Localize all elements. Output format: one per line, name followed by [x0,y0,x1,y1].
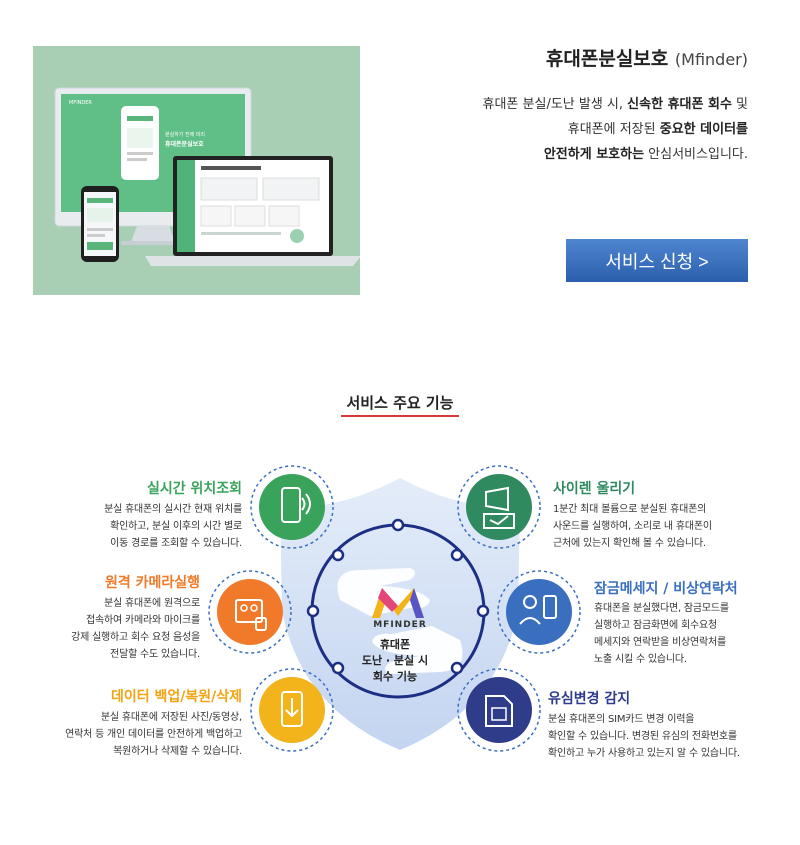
icon-ring [457,668,541,752]
feature-desc-line: 1분간 최대 볼륨으로 분실된 휴대폰의 [553,504,707,515]
feature-desc-line: 이동 경로를 조회할 수 있습니다. [110,538,242,549]
feature-desc-camera: 분실 휴대폰에 원격으로 접속하여 카메라와 마이크를 강제 실행하고 회수 요… [71,595,200,663]
mockup-screen-line1: 분실하기 전에 미리 [165,131,205,138]
feature-desc-line: 휴대폰을 분실했다면, 잠금모드를 [594,603,729,614]
hand-shape-right [372,626,463,674]
feature-desc-line: 확인하고, 분실 이후의 시간 별로 [110,521,242,532]
phone-location-icon [259,474,325,540]
lock-message-icon [506,579,572,645]
features-section-title: 서비스 주요 기능 [346,394,454,412]
data-backup-icon [259,677,325,743]
ring-node [450,661,464,675]
feature-desc-line: 노출 시킬 수 있습니다. [594,654,687,665]
center-caption-line: 도난 · 분실 시 [361,654,429,667]
siren-icon [466,474,532,540]
icon-ring [250,668,334,752]
feature-desc-line: 메세지와 연락받을 비상연락처를 [594,637,726,648]
feature-desc-lock: 휴대폰을 분실했다면, 잠금모드를 실행하고 잠금화면에 회수요청 메세지와 연… [594,600,729,668]
ring-node [306,604,320,618]
feature-title-siren: 사이렌 울리기 [553,481,636,497]
feature-desc-sim: 분실 휴대폰의 SIM카드 변경 이력을 확인할 수 있습니다. 변경된 유심의… [548,711,740,762]
desc-emphasis: 신속한 휴대폰 회수 [627,97,732,112]
ring-node [476,604,490,618]
feature-title-lock: 잠금메세지 / 비상연락처 [594,581,738,597]
feature-desc-line: 접속하여 카메라와 마이크를 [86,615,200,626]
icon-ring [250,465,334,549]
center-caption-line: 회수 기능 [372,670,418,683]
ring-node [450,548,464,562]
feature-desc-line: 연락처 등 개인 데이터를 안전하게 백업하고 [65,729,242,740]
feature-title-camera: 원격 카메라실행 [104,575,200,591]
features-diagram [208,465,581,752]
device-mockup-illustration: MFINDER 분실하기 전에 미리 휴대폰분실보호 [54,87,360,266]
feature-title-sim: 유심변경 감지 [548,691,631,707]
mfinder-logo-icon [372,588,424,618]
ring-node [331,548,345,562]
desc-text: 안심서비스입니다. [644,147,748,162]
desc-line-1: 휴대폰 분실/도난 발생 시, 신속한 휴대폰 회수 및 [418,92,748,117]
icon-ring [208,570,292,654]
sim-change-icon [466,677,532,743]
feature-desc-siren: 1분간 최대 볼륨으로 분실된 휴대폰의 사운드를 실행하여, 소리로 내 휴대… [553,501,712,552]
remote-camera-icon [217,579,283,645]
desc-line-3: 안전하게 보호하는 안심서비스입니다. [418,142,748,167]
feature-desc-line: 근처에 있는지 확인해 볼 수 있습니다. [553,538,706,549]
mockup-screen-line2: 휴대폰분실보호 [165,140,204,148]
section-title-underline [341,415,459,417]
icon-ring [457,465,541,549]
service-apply-button[interactable]: 서비스 신청 > [566,239,748,282]
desc-text: 휴대폰에 저장된 [567,122,660,137]
desc-emphasis: 안전하게 보호하는 [543,147,645,162]
ring-node [391,518,405,532]
service-title-text: 휴대폰분실보호 [545,48,669,70]
center-logo-text: MFINDER [373,620,427,630]
desc-text: 및 [731,97,748,112]
feature-desc-line: 전달할 수도 있습니다. [110,649,200,660]
mockup-brand-text: MFINDER [69,100,92,106]
service-title: 휴대폰분실보호 (Mfinder) [546,44,748,71]
service-title-sub: (Mfinder) [674,50,748,69]
feature-desc-line: 확인하고 누가 사용하고 있는지 알 수 있습니다. [548,748,740,759]
desc-text: 휴대폰 분실/도난 발생 시, [482,97,628,112]
service-description: 휴대폰 분실/도난 발생 시, 신속한 휴대폰 회수 및 휴대폰에 저장된 중요… [418,92,748,167]
feature-desc-line: 분실 휴대폰에 저장된 사진/동영상, [100,712,242,723]
center-caption-line: 휴대폰 [379,638,411,651]
feature-desc-line: 분실 휴대폰의 SIM카드 변경 이력을 [548,714,695,725]
feature-desc-line: 강제 실행하고 회수 요청 음성을 [71,632,200,643]
ring-node [331,661,345,675]
feature-desc-location: 분실 휴대폰의 실시간 현재 위치를 확인하고, 분실 이후의 시간 별로 이동… [104,501,242,552]
product-mockup-image: MFINDER 분실하기 전에 미리 휴대폰분실보호 [33,46,360,295]
feature-desc-line: 사운드를 실행하여, 소리로 내 휴대폰이 [553,521,712,532]
feature-desc-line: 분실 휴대폰에 원격으로 [104,598,200,609]
desc-line-2: 휴대폰에 저장된 중요한 데이터를 [418,117,748,142]
feature-desc-line: 실행하고 잠금화면에 회수요청 [594,620,717,631]
feature-desc-line: 확인할 수 있습니다. 변경된 유심의 전화번호를 [548,731,737,742]
icon-ring [497,570,581,654]
desc-emphasis: 중요한 데이터를 [659,122,748,137]
feature-desc-line: 분실 휴대폰의 실시간 현재 위치를 [104,504,242,515]
feature-title-location: 실시간 위치조회 [146,481,242,497]
feature-desc-line: 복원하거나 삭제할 수 있습니다. [113,746,242,757]
feature-desc-backup: 분실 휴대폰에 저장된 사진/동영상, 연락처 등 개인 데이터를 안전하게 백… [65,709,242,760]
center-caption: 휴대폰 도난 · 분실 시 회수 기능 [350,637,440,685]
feature-title-backup: 데이터 백업/복원/삭제 [110,689,242,705]
